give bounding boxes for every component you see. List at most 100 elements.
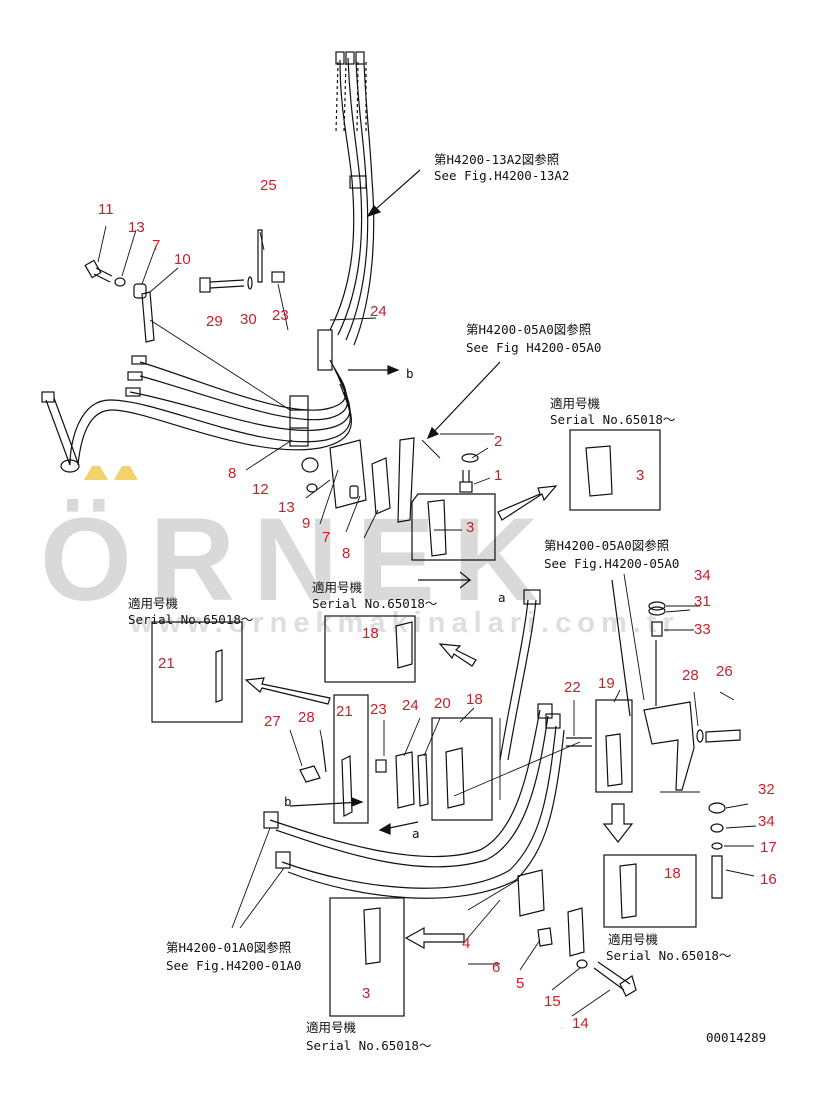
detail-box-3-center — [411, 493, 496, 561]
callout-11: 11 — [98, 201, 114, 218]
callout-3-center: 3 — [466, 519, 474, 536]
ref-13a2-jp: 第H4200-13A2図参照 — [434, 152, 559, 167]
serial-note-top-right: Serial No.65018～ — [550, 412, 675, 427]
bolt-1 — [459, 470, 473, 493]
callout-22: 22 — [564, 679, 581, 696]
washer-34-lower — [710, 823, 724, 833]
callout-14: 14 — [572, 1015, 589, 1032]
callout-28-right: 28 — [682, 667, 699, 684]
serial-note-jp-lower-right: 適用号機 — [608, 932, 659, 947]
part-callouts: 11 13 7 10 25 29 30 23 24 8 12 13 9 7 8 … — [98, 177, 777, 1032]
clamp-8-lower — [371, 457, 391, 515]
plate-10 — [141, 291, 155, 343]
spacer-7-upper — [133, 283, 147, 299]
washer-13-lower — [306, 483, 318, 493]
callout-24-upper: 24 — [370, 303, 387, 320]
bolt-14 — [593, 961, 637, 997]
ref-05a0-en-mid: See Fig.H4200-05A0 — [544, 556, 679, 571]
group-box-19 — [595, 699, 633, 793]
callout-21-group: 21 — [336, 703, 353, 720]
spacer-23-upper — [271, 271, 285, 283]
marker-a-center: a — [498, 590, 506, 605]
clamp-24 — [395, 751, 415, 809]
serial-note-jp-center: 適用号機 — [312, 580, 363, 595]
callout-1: 1 — [494, 467, 502, 484]
plate-6 — [567, 907, 585, 957]
marker-b-top: b — [406, 366, 414, 381]
washer-2 — [461, 453, 479, 463]
nut-12 — [301, 457, 319, 473]
ref-05a0-jp-top: 第H4200-05A0図参照 — [466, 322, 591, 337]
callout-9: 9 — [302, 515, 310, 532]
spacer-5 — [537, 927, 553, 947]
callout-24-mid: 24 — [402, 697, 419, 714]
marker-b-lower: b — [284, 794, 292, 809]
spacer-23-mid — [375, 759, 387, 773]
detail-box-18-lower — [603, 854, 697, 928]
serial-note-center: Serial No.65018～ — [312, 596, 437, 611]
reference-labels: 第H4200-13A2図参照 See Fig.H4200-13A2 第H4200… — [128, 152, 766, 1053]
washer-28-left — [321, 739, 327, 773]
serial-note-bottom: Serial No.65018～ — [306, 1038, 431, 1053]
callout-23-upper: 23 — [272, 307, 289, 324]
clamp-18-mid — [445, 747, 465, 809]
washer-13-upper — [114, 277, 126, 287]
bracket-19 — [643, 701, 695, 791]
ref-01a0-jp: 第H4200-01A0図参照 — [166, 940, 291, 955]
callout-6: 6 — [492, 959, 500, 976]
bracket-25 — [257, 229, 263, 283]
callout-27: 27 — [264, 713, 281, 730]
callout-19: 19 — [598, 675, 615, 692]
callout-18-mid: 18 — [466, 691, 483, 708]
washer-15 — [576, 959, 588, 969]
group-box-21 — [333, 694, 369, 824]
callout-34-top: 34 — [694, 567, 711, 584]
callout-32: 32 — [758, 781, 775, 798]
callout-16: 16 — [760, 871, 777, 888]
callout-7-lower: 7 — [322, 529, 330, 546]
washer-32 — [708, 802, 726, 814]
callout-3-top-right: 3 — [636, 467, 644, 484]
callout-23-mid: 23 — [370, 701, 387, 718]
serial-note-jp-left: 適用号機 — [128, 596, 179, 611]
bolt-11 — [84, 259, 113, 283]
ref-05a0-jp-mid: 第H4200-05A0図参照 — [544, 538, 669, 553]
callout-13-lower: 13 — [278, 499, 295, 516]
bracket-center — [397, 437, 415, 523]
callout-15: 15 — [544, 993, 561, 1010]
leader-lines — [97, 225, 757, 1017]
serial-note-lower-right: Serial No.65018～ — [606, 948, 731, 963]
callout-21-box: 21 — [158, 655, 175, 672]
callout-12: 12 — [252, 481, 269, 498]
callout-5: 5 — [516, 975, 524, 992]
upper-hose-bundle — [41, 51, 375, 473]
flow-arrows — [244, 169, 634, 950]
bolt-16 — [711, 855, 723, 899]
callout-18-lower: 18 — [664, 865, 681, 882]
callout-31: 31 — [694, 593, 711, 610]
washer-34-top — [648, 601, 666, 611]
detail-box-21 — [151, 621, 243, 723]
nut-27 — [299, 765, 321, 783]
bolt-26 — [705, 729, 741, 743]
callout-25: 25 — [260, 177, 277, 194]
ref-13a2-en: See Fig.H4200-13A2 — [434, 168, 569, 183]
watermark-site: www.ornekmakinalari.com.tr — [129, 607, 680, 639]
callout-18-upper: 18 — [362, 625, 379, 642]
plate-20 — [417, 753, 429, 807]
callout-34-lower: 34 — [758, 813, 775, 830]
washer-28-right — [696, 729, 704, 743]
callout-7-upper: 7 — [152, 237, 160, 254]
spacer-33 — [651, 621, 663, 637]
callout-26: 26 — [716, 663, 733, 680]
lower-hoses — [263, 589, 565, 899]
callout-4: 4 — [462, 935, 470, 952]
callout-8-upper: 8 — [228, 465, 236, 482]
callout-2: 2 — [494, 433, 502, 450]
callout-8-lower: 8 — [342, 545, 350, 562]
detail-box-18-upper — [324, 615, 416, 683]
callout-29: 29 — [206, 313, 223, 330]
callout-10: 10 — [174, 251, 191, 268]
